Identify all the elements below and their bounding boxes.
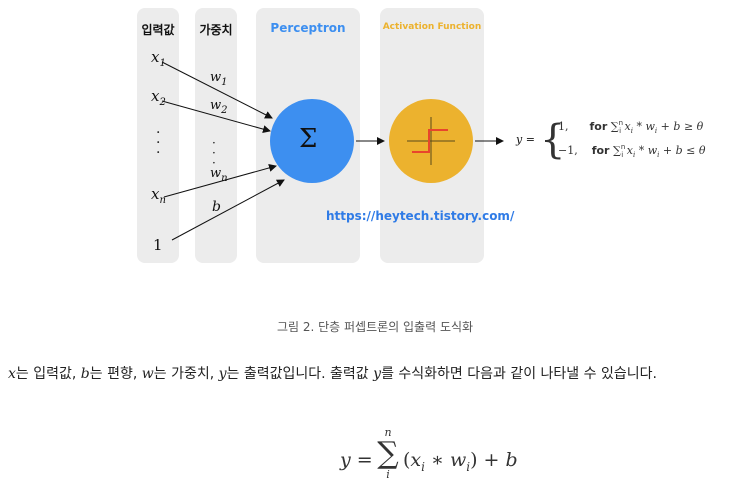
weight-header: 가중치 [199,23,233,37]
para-text-4: 는 출력값입니다. 출력값 [226,366,374,382]
arrow-x1 [161,61,273,119]
weight-w2: w2 [210,98,228,116]
weight-w1: w1 [210,70,228,88]
diagram-arrows [161,61,504,241]
figure-caption: 그림 2. 단층 퍼셉트론의 입출력 도식화 [276,320,474,334]
source-url[interactable]: https://heytech.tistory.com/ [326,209,515,223]
weight-b: b [212,199,221,215]
var-w: w [141,366,154,382]
activation-header: Activation Function [382,22,482,32]
perceptron-header: Perceptron [270,21,346,35]
para-text-3: 는 가중치, [153,366,219,382]
arrow-bias [171,179,285,241]
input-panel [137,8,179,263]
formula-body: (xi ∗ wi) + b [403,449,518,474]
formula-sum: n ∑ i [375,427,401,481]
arrow-xn [163,164,277,198]
input-ellipsis: ··· [156,125,161,161]
formula-lhs: y = [340,449,373,471]
perceptron-circle [270,99,354,183]
display-formula: y = n ∑ i (xi ∗ wi) + b [0,425,750,485]
output-formula: y = { 1, for ∑ni xi * wi + b ≥ θ −1, for… [516,116,746,168]
var-x: x [8,366,16,382]
input-x1: x1 [151,48,166,69]
weight-wn: wn [210,166,228,184]
input-xn: xn [151,185,166,206]
input-x2: x2 [151,87,166,108]
weight-ellipsis: ··· [212,136,216,170]
output-case-1: 1, for ∑ni xi * wi + b ≥ θ [558,119,704,135]
formula-sum-lower: i [386,468,390,481]
step-function-line [412,129,448,153]
body-paragraph: x는 입력값, b는 편향, w는 가중치, y는 출력값입니다. 출력값 y를… [8,363,657,383]
weight-panel [195,8,237,263]
output-lhs: y = [516,133,535,146]
arrow-x2 [161,100,271,133]
para-text-2: 는 편향, [89,366,142,382]
var-y: y [218,366,227,382]
var-y-2: y [373,366,382,382]
var-b: b [80,366,90,382]
output-case-2: −1, for ∑ni xi * wi + b ≤ θ [558,143,706,159]
sum-symbol: Σ [299,124,318,154]
para-text-1: 는 입력값, [15,366,81,382]
output-brace: { [540,117,566,163]
input-bias-one: 1 [153,236,163,254]
formula-sum-symbol: ∑ [377,436,399,471]
para-text-5: 를 수식화하면 다음과 같이 나타낼 수 있습니다. [381,366,657,382]
input-header: 입력값 [141,23,175,37]
formula-sum-upper: n [384,426,392,439]
